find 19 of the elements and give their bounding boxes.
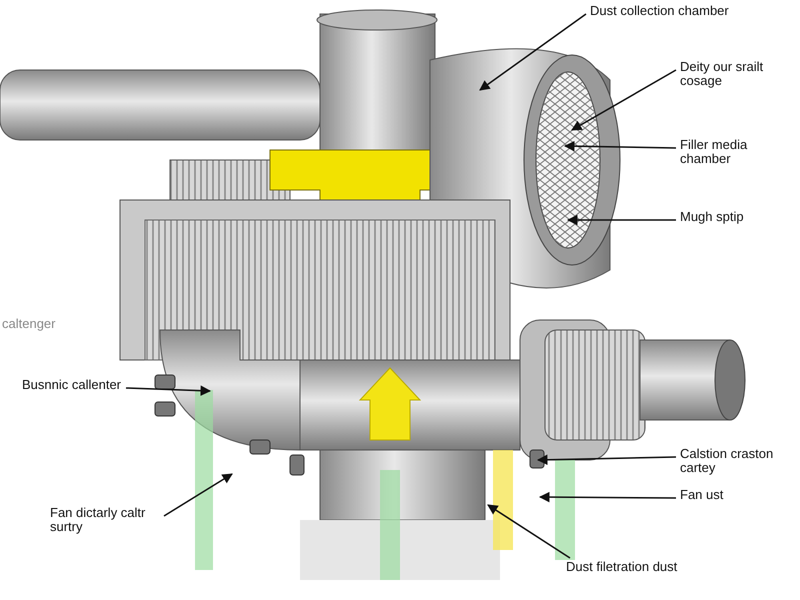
callout-text: Mugh sptip [680, 210, 745, 224]
callout-text: Dust collection chamber [590, 4, 730, 18]
callout-text: Filler media chamber [680, 138, 748, 166]
callout-text: caltenger [2, 315, 56, 333]
leader-line [571, 69, 676, 131]
callout-text: Busnnic callenter [22, 378, 122, 392]
callout-text: Deity our srailt cosage [680, 60, 764, 88]
leader-line [479, 13, 586, 91]
leader-line [536, 454, 676, 466]
leader-line [564, 140, 676, 152]
leader-line [487, 504, 570, 559]
callout-text: Calstion craston cartey [680, 447, 774, 475]
callout-text: Fan ust [680, 488, 724, 502]
leader-line [164, 473, 233, 517]
leader-line [566, 214, 676, 226]
callout-text: Fan dictarly caltr surtry [50, 506, 146, 534]
callout-text: Dust filetration dust [566, 560, 678, 574]
leader-line [538, 492, 676, 502]
leader-line [126, 385, 212, 396]
